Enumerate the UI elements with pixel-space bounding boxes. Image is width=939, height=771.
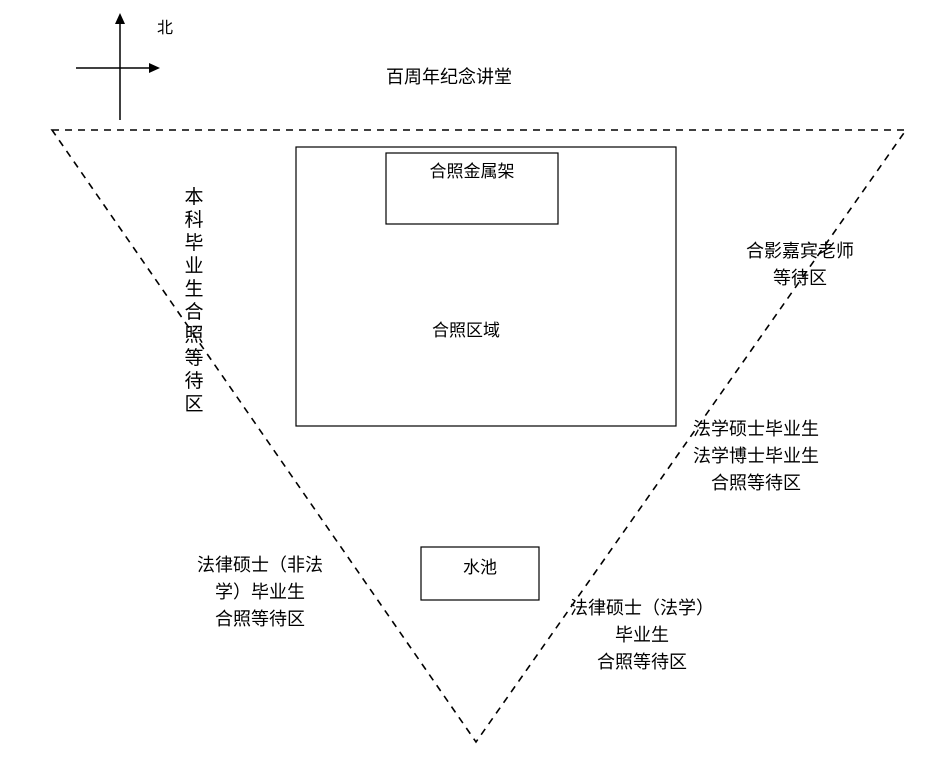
guest-teacher-wait-label: 合影嘉宾老师 等待区 <box>720 238 880 292</box>
metal-stand-label: 合照金属架 <box>429 162 515 182</box>
law-master-phd-line-2: 法学博士毕业生 <box>693 446 819 467</box>
jm-law-line-3: 合照等待区 <box>597 652 687 673</box>
jm-law-line-1: 法律硕士（法学） <box>570 598 714 619</box>
jm-nonlaw-line-3: 合照等待区 <box>215 609 305 630</box>
jm-nonlaw-line-2: 学）毕业生 <box>215 582 305 603</box>
law-master-phd-wait-label: 法学硕士毕业生 法学博士毕业生 合照等待区 <box>674 416 838 497</box>
guest-teacher-wait-line-2: 等待区 <box>773 268 827 289</box>
hall-label: 百周年纪念讲堂 <box>386 67 512 88</box>
jm-nonlaw-wait-label: 法律硕士（非法 学）毕业生 合照等待区 <box>176 552 344 633</box>
pool-label: 水池 <box>463 558 497 578</box>
north-label: 北 <box>157 18 174 37</box>
jm-nonlaw-line-1: 法律硕士（非法 <box>197 555 323 576</box>
undergrad-wait-label: 本科毕业生合照等待区 <box>184 186 204 415</box>
metal-stand-box <box>385 152 559 225</box>
jm-law-line-2: 毕业生 <box>615 625 669 646</box>
photo-area-label: 合照区域 <box>432 321 500 341</box>
law-master-phd-line-1: 法学硕士毕业生 <box>693 419 819 440</box>
law-master-phd-line-3: 合照等待区 <box>711 473 801 494</box>
jm-law-wait-label: 法律硕士（法学） 毕业生 合照等待区 <box>556 595 728 676</box>
compass-icon <box>76 13 160 120</box>
waiting-zone-triangle <box>50 129 908 744</box>
pool-box <box>420 546 540 601</box>
guest-teacher-wait-line-1: 合影嘉宾老师 <box>746 241 854 262</box>
